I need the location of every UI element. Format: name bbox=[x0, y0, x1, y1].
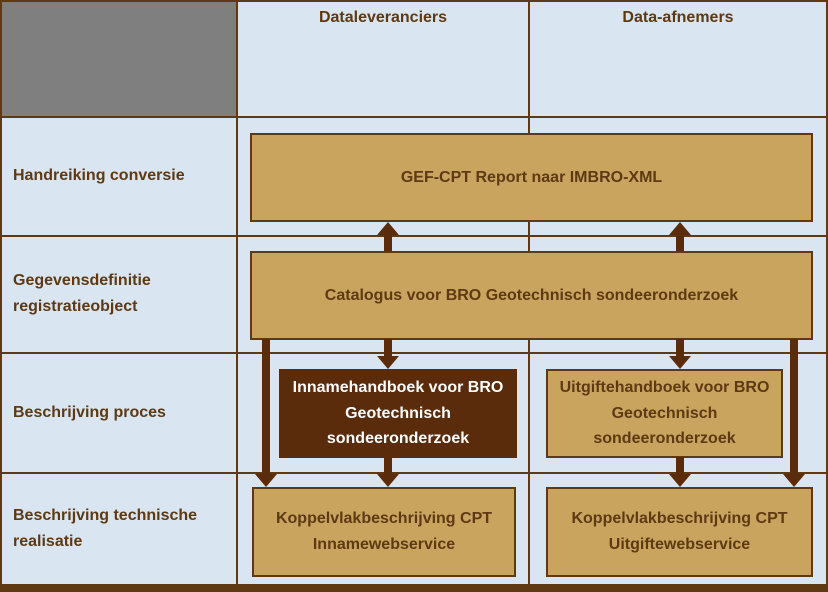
arrow-shaft bbox=[384, 233, 392, 251]
arrow-head-icon bbox=[255, 474, 277, 487]
arrow-shaft bbox=[262, 339, 270, 476]
arrow-head-icon bbox=[669, 356, 691, 369]
row-label-beschrijving-proces: Beschrijving proces bbox=[13, 403, 166, 421]
row-label-gegevensdefinitie-registratieobject: Gegevensdefinitie registratieobject bbox=[13, 272, 151, 315]
arrow-head-icon bbox=[669, 222, 691, 235]
grid-line-horizontal-2 bbox=[0, 235, 828, 237]
arrow-head-icon bbox=[783, 474, 805, 487]
arrow-shaft bbox=[676, 457, 684, 476]
column-header-dataleveranciers: Dataleveranciers bbox=[318, 9, 448, 26]
arrow-head-icon bbox=[377, 222, 399, 235]
arrow-down-catalogus-to-uitgiftehandboek bbox=[669, 339, 691, 369]
grid-line-horizontal-3 bbox=[0, 352, 828, 354]
grid-line-horizontal-4 bbox=[0, 472, 828, 474]
box-innamehandboek-highlighted: Innamehandboek voor BRO Geotechnisch son… bbox=[279, 369, 517, 458]
arrow-head-icon bbox=[669, 474, 691, 487]
box-catalogus-bro-geotechnisch-sondeeronderzoek: Catalogus voor BRO Geotechnisch sondeero… bbox=[250, 251, 813, 340]
arrow-down-uitgiftehandboek-to-koppelvlak-uitgifte bbox=[669, 457, 691, 487]
arrow-shaft bbox=[676, 233, 684, 251]
box-koppelvlakbeschrijving-cpt-uitgiftewebservice: Koppelvlakbeschrijving CPT Uitgiftewebse… bbox=[546, 487, 813, 577]
grid-line-horizontal-1 bbox=[0, 116, 828, 118]
row-label-handreiking-conversie: Handreiking conversie bbox=[13, 167, 185, 185]
box-gef-cpt-report-naar-imbro-xml: GEF-CPT Report naar IMBRO-XML bbox=[250, 133, 813, 222]
arrow-head-icon bbox=[377, 474, 399, 487]
corner-cell bbox=[0, 0, 237, 117]
arrow-up-catalogus-to-gef-right bbox=[669, 222, 691, 251]
box-uitgiftehandboek: Uitgiftehandboek voor BRO Geotechnisch s… bbox=[546, 369, 783, 458]
arrow-shaft bbox=[384, 457, 392, 476]
box-koppelvlakbeschrijving-cpt-innamewebservice: Koppelvlakbeschrijving CPT Innamewebserv… bbox=[252, 487, 516, 577]
arrow-down-catalogus-to-koppelvlak-uitgifte-long bbox=[783, 339, 805, 487]
arrow-down-catalogus-to-innamehandboek bbox=[377, 339, 399, 369]
arrow-head-icon bbox=[377, 356, 399, 369]
arrow-up-catalogus-to-gef-left bbox=[377, 222, 399, 251]
arrow-shaft bbox=[384, 339, 392, 358]
arrow-shaft bbox=[790, 339, 798, 476]
grid-line-vertical-1 bbox=[236, 0, 238, 592]
arrow-shaft bbox=[676, 339, 684, 358]
row-label-beschrijving-technische-realisatie: Beschrijving technische realisatie bbox=[13, 506, 198, 550]
column-header-data-afnemers: Data-afnemers bbox=[622, 9, 734, 26]
arrow-down-innamehandboek-to-koppelvlak-inname bbox=[377, 457, 399, 487]
arrow-down-catalogus-to-koppelvlak-inname-long bbox=[255, 339, 277, 487]
